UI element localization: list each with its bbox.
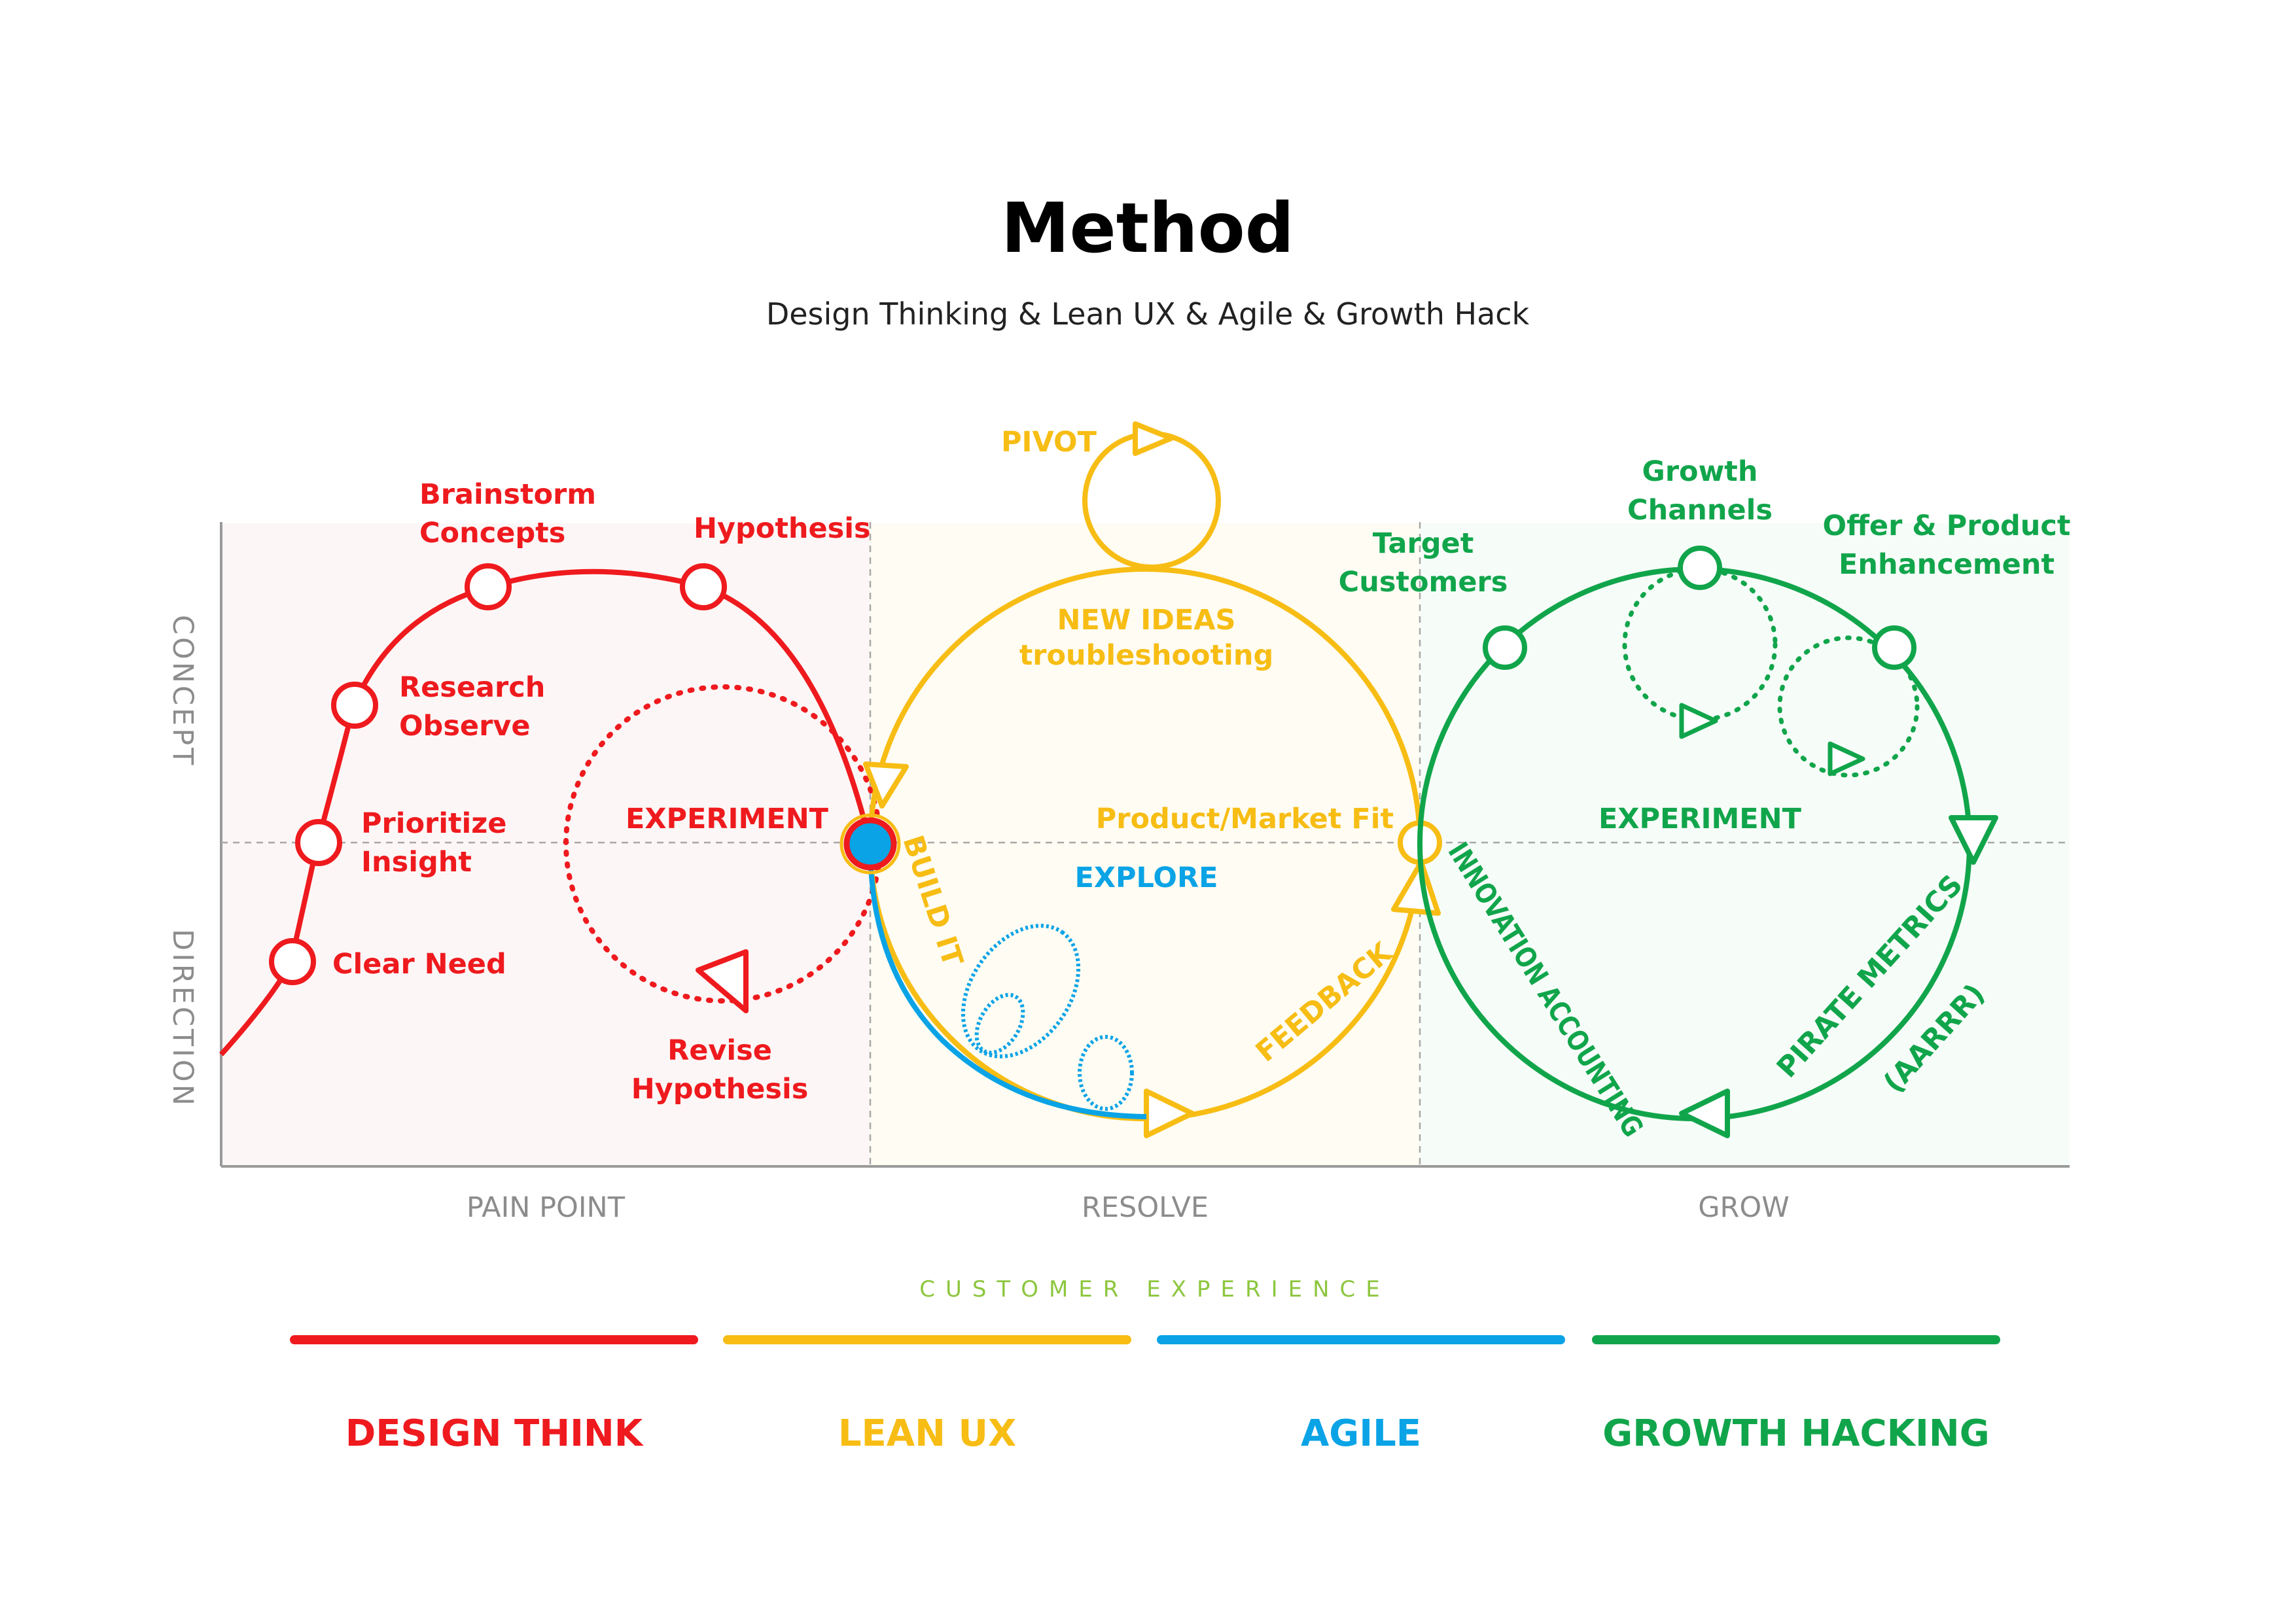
- growth-arrow-bottom-icon: [1679, 1089, 1730, 1138]
- offer-arrow-icon: [1828, 741, 1865, 777]
- axes: CONCEPT DIRECTION PAIN POINT RESOLVE GRO…: [166, 522, 2070, 1224]
- x-label-resolve: RESOLVE: [1082, 1191, 1209, 1224]
- prioritize-node: [295, 819, 342, 866]
- lean-ux-arrow-in-icon: [863, 761, 909, 809]
- legend-label-agile: AGILE: [1301, 1412, 1421, 1455]
- product-market-fit-label: Product/Market Fit: [1096, 803, 1394, 835]
- pivot-label: PIVOT: [1001, 426, 1097, 459]
- x-label-pain-point: PAIN POINT: [467, 1191, 626, 1224]
- y-label-direction: DIRECTION: [166, 929, 199, 1108]
- x-label-grow: GROW: [1698, 1191, 1790, 1224]
- clear-need-label: Clear Need: [332, 948, 506, 981]
- research-label-line1: Research: [399, 671, 545, 704]
- lean-ux-arrow-bottom-icon: [1144, 1089, 1195, 1138]
- offer-loop: [1777, 635, 1920, 778]
- convergence-node-ring: [839, 813, 901, 875]
- agile-loop-large: [961, 924, 1081, 1058]
- agile-loop-small: [974, 992, 1025, 1055]
- offer-label-line2: Enhancement: [1839, 548, 2055, 581]
- customer-experience-caption: CUSTOMER EXPERIENCE: [919, 1276, 1390, 1302]
- channels-label-line1: Growth: [1642, 455, 1758, 488]
- target-label-line1: Target: [1373, 527, 1474, 560]
- new-ideas-label: NEW IDEAS: [1057, 604, 1235, 637]
- offer-label-line1: Offer & Product: [1823, 510, 2071, 542]
- troubleshooting-label: troubleshooting: [1019, 639, 1274, 672]
- legend-label-growth: GROWTH HACKING: [1602, 1412, 1989, 1455]
- growth-channels-node: [1678, 546, 1722, 590]
- prioritize-label-line2: Insight: [361, 846, 472, 879]
- brainstorm-node: [465, 563, 512, 610]
- hypothesis-label: Hypothesis: [694, 512, 871, 545]
- y-label-concept: CONCEPT: [166, 615, 199, 767]
- hypothesis-node: [680, 563, 727, 610]
- revise-arrow-icon: [696, 949, 749, 1013]
- legend-label-lean-ux: LEAN UX: [838, 1412, 1016, 1455]
- target-customers-node: [1483, 625, 1527, 670]
- agile-group: EXPLORE: [868, 843, 1218, 1119]
- legend: DESIGN THINK LEAN UX AGILE GROWTH HACKIN…: [290, 1335, 2000, 1455]
- pivot-arrow-icon: [1133, 421, 1174, 456]
- prioritize-label-line1: Prioritize: [361, 807, 506, 840]
- agile-path: [868, 843, 1147, 1119]
- design-think-curve: [219, 568, 873, 1056]
- revise-label-line1: Revise: [667, 1034, 772, 1067]
- explore-label: EXPLORE: [1075, 862, 1218, 894]
- research-node: [331, 682, 378, 729]
- page-title: Method: [1001, 188, 1294, 268]
- target-label-line2: Customers: [1339, 566, 1508, 599]
- convergence-node: [843, 817, 897, 871]
- design-experiment-label: EXPERIMENT: [626, 803, 829, 835]
- design-think-group: Clear Need Prioritize Insight Research O…: [219, 478, 883, 1106]
- background-tints: [221, 523, 2070, 1166]
- channels-label-line2: Channels: [1627, 494, 1773, 527]
- revise-label-line2: Hypothesis: [631, 1073, 809, 1106]
- clear-need-node: [269, 938, 316, 985]
- page-subtitle: Design Thinking & Lean UX & Agile & Grow…: [766, 296, 1530, 332]
- brainstorm-label-line1: Brainstorm: [419, 478, 596, 511]
- channels-arrow-icon: [1679, 703, 1718, 739]
- brainstorm-label-line2: Concepts: [419, 517, 565, 550]
- growth-arrow-right-icon: [1949, 815, 1998, 865]
- agile-loop-right: [1078, 1035, 1134, 1111]
- growth-experiment-label: EXPERIMENT: [1598, 803, 1802, 835]
- legend-label-design-think: DESIGN THINK: [345, 1412, 645, 1455]
- offer-node: [1872, 625, 1916, 670]
- research-label-line2: Observe: [399, 710, 531, 742]
